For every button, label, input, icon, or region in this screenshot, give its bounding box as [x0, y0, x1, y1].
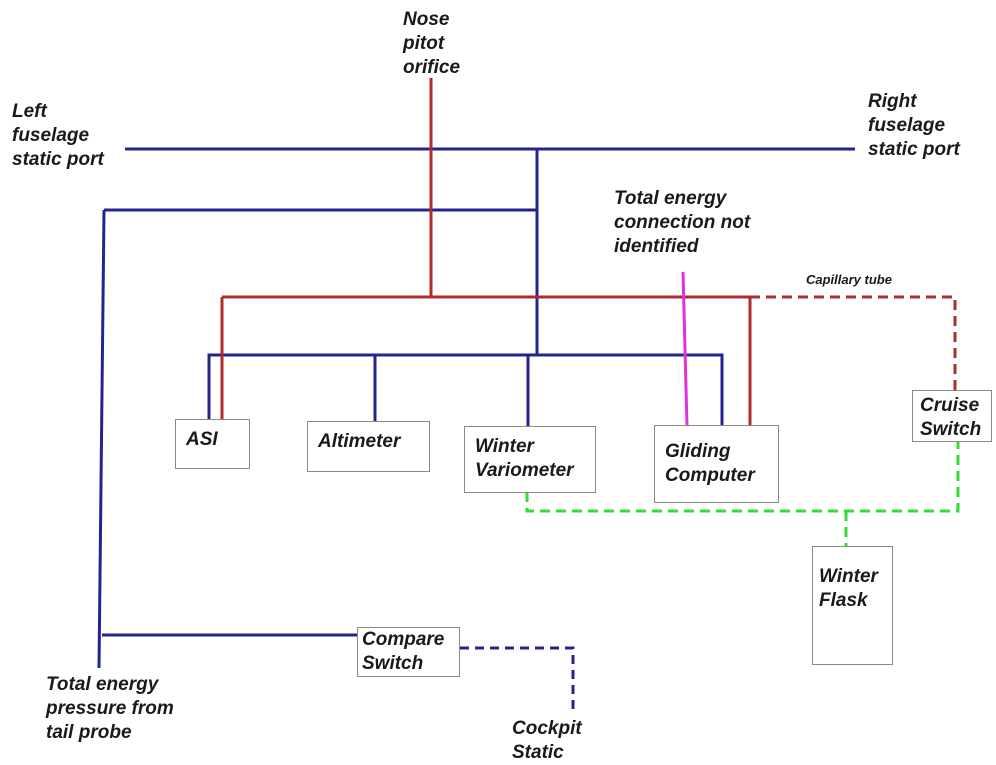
te-not-identified-label: Total energy connection not identified [614, 188, 751, 257]
winter-variometer-label: Winter Variometer [475, 436, 574, 481]
total-energy-unidentified-line [681, 271, 689, 427]
asi-box: ASI [175, 419, 250, 469]
left-static-port-label: Left fuselage static port [12, 101, 104, 170]
cockpit-static-dashed-line [460, 646, 575, 714]
static-instrument-bus [207, 353, 724, 428]
altimeter-box: Altimeter [307, 421, 430, 472]
asi-label: ASI [186, 429, 218, 450]
winter-flask-label: Winter Flask [819, 566, 878, 611]
cruise-switch-box: Cruise Switch [912, 390, 992, 442]
te-tail-probe-label: Total energy pressure from tail probe [46, 674, 174, 743]
cruise-switch-label: Cruise Switch [920, 395, 982, 440]
te-left-vertical [97, 209, 106, 669]
winter-variometer-box: Winter Variometer [464, 426, 596, 493]
right-static-port-label: Right fuselage static port [868, 91, 960, 160]
gliding-computer-label: Gliding Computer [665, 441, 755, 486]
flask-main-dashed [525, 441, 960, 513]
capillary-tube-line [750, 295, 957, 392]
compare-switch-box: Compare Switch [357, 627, 460, 677]
gliding-computer-box: Gliding Computer [654, 425, 779, 503]
static-pressure-lines [97, 147, 855, 669]
capillary-tube-label: Capillary tube [806, 272, 892, 287]
flask-lines [525, 441, 960, 547]
winter-flask-box: Winter Flask [812, 546, 893, 665]
pitot-pressure-lines [220, 78, 752, 427]
compare-switch-label: Compare Switch [362, 629, 445, 674]
altimeter-label: Altimeter [318, 431, 401, 452]
nose-pitot-label: Nose pitot orifice [403, 9, 461, 78]
